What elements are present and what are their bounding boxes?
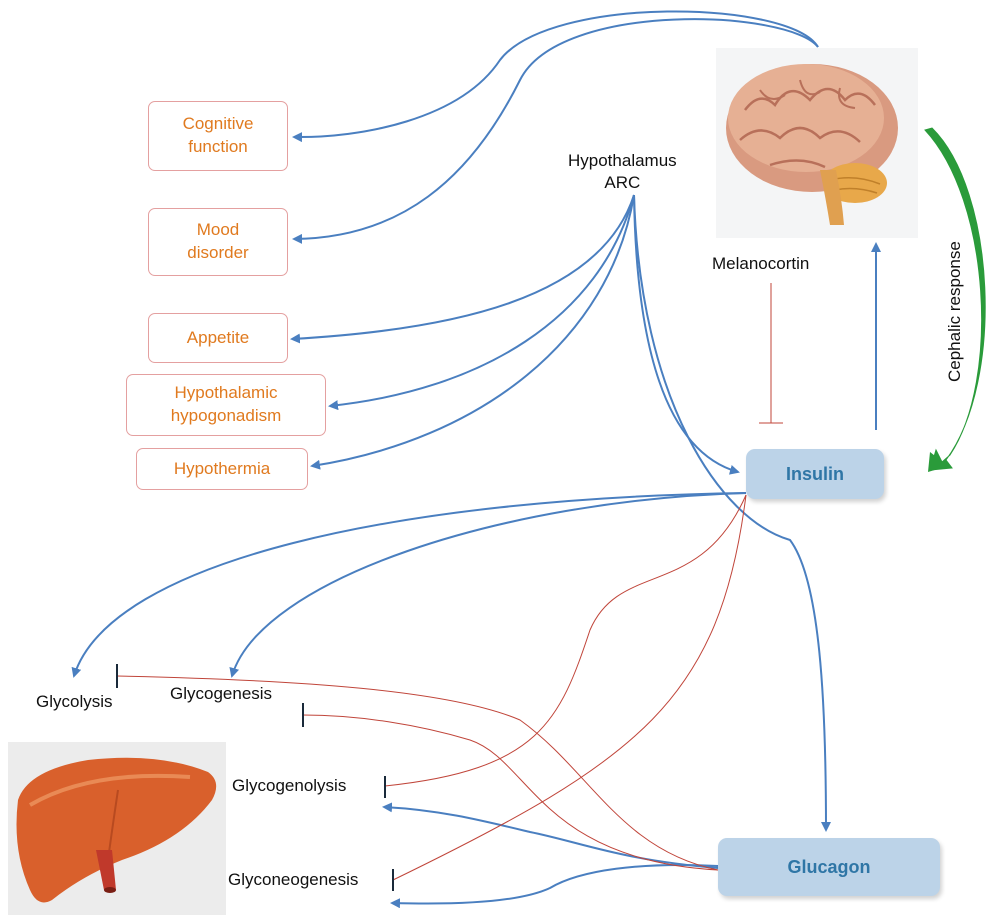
gluconeogenesis-label: Glyconeogenesis xyxy=(228,870,359,889)
hypogonadism-box: Hypothalamic hypogonadism xyxy=(126,374,326,436)
hypothermia-box: Hypothermia xyxy=(136,448,308,490)
inhibit-insulin-glycogenolysis xyxy=(384,494,747,787)
arrow-glucagon-to-glycogenolysis xyxy=(382,802,719,869)
arrow-insulin-to-glycolysis xyxy=(71,492,747,678)
inhibit-insulin-gluconeogenesis xyxy=(392,494,747,881)
arrow-arc-to-hypogonadism xyxy=(328,194,635,411)
arrow-arc-to-insulin xyxy=(633,194,740,475)
arrow-arc-to-glucagon xyxy=(633,194,831,832)
arrow-arc-to-hypothermia xyxy=(310,194,635,470)
cephalic-response-label: Cephalic response xyxy=(945,241,964,382)
insulin-box: Insulin xyxy=(746,449,884,499)
glycogenolysis-label: Glycogenolysis xyxy=(232,776,347,795)
glycolysis-label: Glycolysis xyxy=(36,692,113,711)
arrow-brain-to-cognitive xyxy=(292,10,819,143)
appetite-box: Appetite xyxy=(148,313,288,363)
arrow-glucagon-to-gluconeogenesis xyxy=(390,864,719,909)
mood-disorder-box: Mood disorder xyxy=(148,208,288,276)
glycogenesis-label: Glycogenesis xyxy=(170,684,273,703)
arrow-insulin-to-glycogenesis xyxy=(229,492,747,678)
cognitive-function-box: Cognitive function xyxy=(148,101,288,171)
inhibit-glucagon-glycogenesis xyxy=(302,714,719,871)
inhibit-glucagon-glycolysis xyxy=(116,675,719,871)
glucagon-box: Glucagon xyxy=(718,838,940,896)
hypothalamus-arc-label: Hypothalamus ARC xyxy=(568,151,677,193)
arrow-arc-to-appetite xyxy=(290,194,635,344)
melanocortin-label: Melanocortin xyxy=(712,254,810,273)
arrow-brain-to-mood xyxy=(292,18,819,244)
